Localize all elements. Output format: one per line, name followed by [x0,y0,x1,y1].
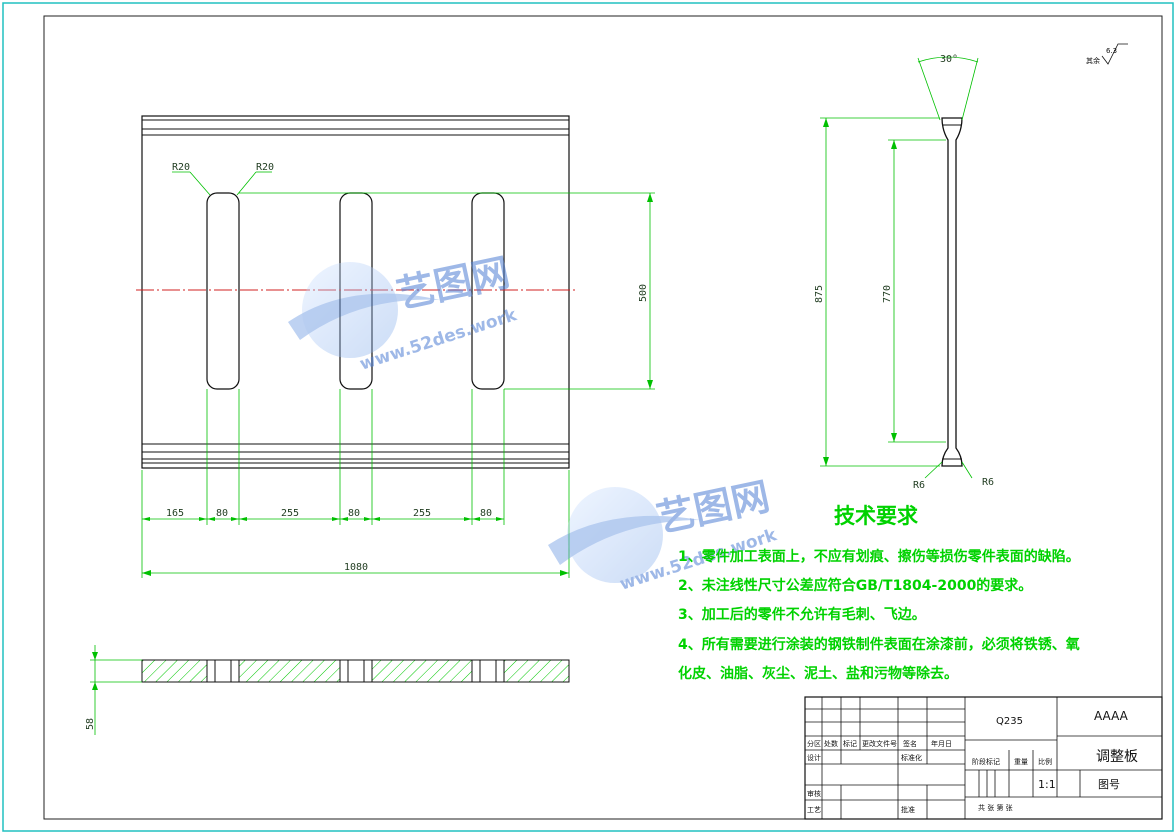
scale-value: 1:1 [1038,778,1056,791]
part-name: 调整板 [1096,749,1138,765]
requirements-title: 技术要求 [834,504,918,528]
header-count: 处数 [824,739,838,748]
inner-border [43,15,1163,820]
watermark-2: 艺图网 www.52des.work [548,474,780,595]
material: Q235 [996,716,1023,727]
requirement-4: 4、所有需要进行涂装的钢铁制件表面在涂漆前，必须将铁锈、氧 [678,636,1080,653]
front-view: R20 R20 500 165 80 255 80 255 80 1080 [136,115,655,578]
roughness-value: 6.3 [1106,47,1117,55]
title-block [804,696,1163,820]
radius-label-right: R20 [256,162,274,173]
requirement-3: 3、加工后的零件不允许有毛刺、飞边。 [678,606,926,623]
slot-1 [206,192,240,390]
watermark-1: 艺图网 www.52des.work [288,250,520,375]
header-zone: 分区 [807,739,821,748]
header-sign: 签名 [903,739,917,748]
dim-165: 165 [166,508,184,519]
slot-height-dim: 500 [638,284,649,302]
stage-label: 阶段标记 [972,757,1000,766]
dim-255-a: 255 [281,508,299,519]
angle-dim: 30° [940,54,958,65]
radius-label-left: R20 [172,162,190,173]
row-design: 设计 [807,753,821,762]
plate-outline [141,115,570,469]
header-date: 年月日 [931,739,952,748]
technical-requirements: 技术要求 1、零件加工表面上，不应有划痕、擦伤等损伤零件表面的缺陷。 2、未注线… [678,504,1080,682]
row-process: 工艺 [807,806,821,814]
standardize: 标准化 [901,753,922,762]
side-radius-left: R6 [913,480,925,491]
company: AAAA [1094,709,1129,723]
dim-80-b: 80 [348,508,360,519]
side-view: 30° 875 770 R6 R6 [814,54,994,491]
dim-80-c: 80 [480,508,492,519]
dim-255-b: 255 [413,508,431,519]
section-view: 58 [85,645,570,735]
scale-label: 比例 [1038,757,1052,766]
thickness-dim: 58 [85,718,96,730]
dim-80-a: 80 [216,508,228,519]
sheets: 共 张 第 张 [978,803,1013,812]
inner-height-dim: 770 [882,285,893,303]
roughness-symbol: 其余 6.3 [1086,43,1128,65]
drawing-no-label: 图号 [1098,778,1120,791]
weight-label: 重量 [1014,758,1028,766]
overall-width-dim: 1080 [344,562,368,573]
roughness-label: 其余 [1086,56,1100,65]
row-review: 审核 [807,789,821,798]
watermark-brand-1: 艺图网 [393,250,514,317]
requirement-1: 1、零件加工表面上，不应有划痕、擦伤等损伤零件表面的缺陷。 [678,548,1080,565]
requirement-4-cont: 化皮、油脂、灰尘、泥土、盐和污物等除去。 [678,665,958,682]
title-block-text: Q235 AAAA 调整板 图号 阶段标记 重量 比例 1:1 共 张 第 张 … [807,709,1138,814]
header-change-doc: 更改文件号 [862,739,897,748]
header-mark: 标记 [843,739,857,748]
side-height-dim: 875 [814,285,825,303]
approve: 批准 [901,805,915,814]
requirement-2: 2、未注线性尺寸公差应符合GB/T1804-2000的要求。 [678,577,1032,594]
side-radius-right: R6 [982,477,994,488]
